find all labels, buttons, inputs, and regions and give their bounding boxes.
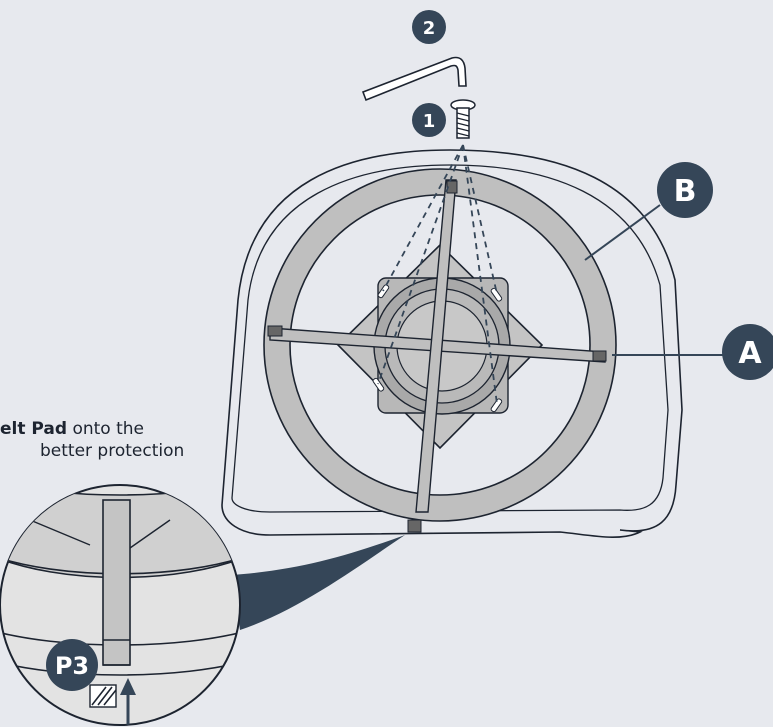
svg-text:B: B (674, 174, 697, 209)
svg-text:1: 1 (423, 111, 436, 132)
allen-key (361, 56, 467, 102)
label-b-badge: B (657, 162, 713, 218)
svg-text:2: 2 (423, 18, 436, 39)
detail-badge-p3: P3 (46, 639, 98, 691)
ring-b (264, 169, 616, 521)
callout-connector (232, 535, 405, 630)
ring-outer-edge (263, 168, 617, 522)
screw (450, 99, 476, 139)
ring-inner-edge (289, 194, 591, 496)
instruction-text: elt Pad onto the better protection (0, 418, 240, 462)
plate-slot (490, 287, 503, 302)
svg-text:P3: P3 (55, 652, 89, 680)
screw-guide-lines (377, 144, 498, 405)
plate-slot (490, 398, 503, 413)
felt-pad-label: elt Pad (0, 419, 68, 439)
felt-pad (267, 325, 283, 337)
instruction-line-1: elt Pad onto the (0, 418, 240, 440)
base-outline-inner (231, 164, 669, 513)
label-b-leader (584, 204, 661, 261)
step-badge-1: 1 (412, 103, 446, 137)
felt-pad (446, 180, 458, 194)
detail-zoom (0, 485, 240, 725)
instruction-line-2: better protection (40, 441, 185, 461)
plate-slot (372, 377, 385, 392)
instruction-line-1-rest: onto the (67, 419, 144, 439)
cross-bar-vertical (415, 179, 457, 513)
felt-pad (407, 519, 422, 533)
svg-text:A: A (738, 336, 762, 371)
base-outline-outer (221, 149, 683, 538)
felt-pad (592, 350, 607, 362)
plate-slot (377, 284, 390, 299)
label-a-badge: A (722, 324, 773, 380)
step-badge-2: 2 (412, 10, 446, 44)
